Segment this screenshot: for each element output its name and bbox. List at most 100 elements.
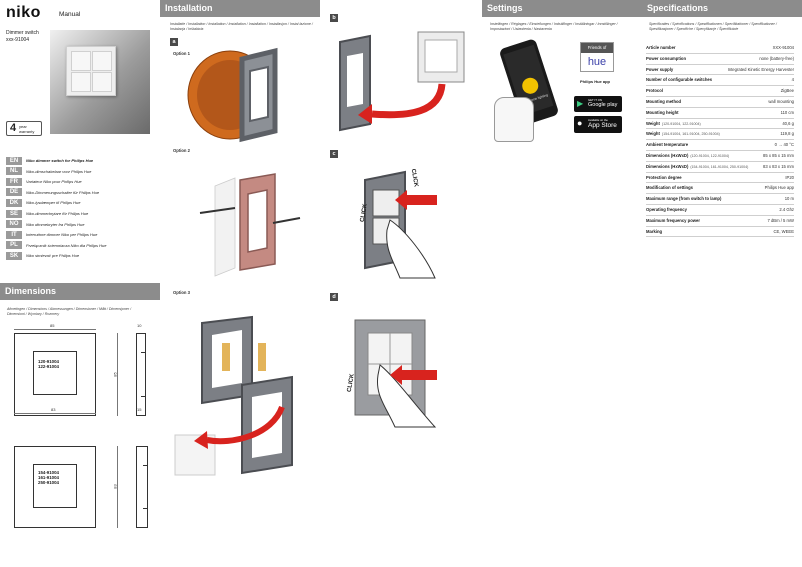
step-d-illustration (354, 319, 437, 428)
product-photo (50, 30, 150, 134)
plate-1-code-2: 122-91004 (38, 364, 59, 369)
language-title: Niko-dimschakelaar voor Philips Hue (26, 168, 92, 174)
spec-value: 119,8 g (780, 131, 794, 137)
language-title: Niko-dimmerbrytare för Philips Hue (26, 211, 89, 216)
spec-key-sub: (154-91004, 161-91004, 250-91004) (690, 164, 749, 169)
spec-key-text: Mounting method (646, 99, 682, 104)
option-2-illustration (199, 173, 301, 277)
step-c-badge: c (330, 150, 338, 158)
option-1-label: Option 1 (173, 51, 190, 56)
step-b-illustration (339, 31, 465, 132)
spec-key: Article number (646, 43, 676, 53)
spec-key: Operating frequency (646, 205, 687, 215)
spec-value: none (battery-free) (759, 55, 794, 61)
dimensions-subtitle: Afmetingen / Dimensions / Abmessungen / … (7, 307, 132, 316)
spec-value: ZigBee (780, 88, 794, 94)
plate-2-code-1: 154-91004 (38, 470, 59, 475)
language-code: FR (6, 177, 22, 186)
spec-key: Ambient temperature (646, 140, 688, 150)
spec-key: Protection degree (646, 173, 682, 183)
language-title: Niko stmievač pre Philips Hue (26, 253, 80, 259)
spec-value: CE, WEEE (773, 228, 794, 234)
spec-key-text: Maximum frequency power (646, 217, 700, 223)
plate-2-front: 154-91004 161-91004 250-91004 (14, 446, 96, 528)
language-code: NL (6, 167, 22, 176)
spec-key: Number of configurable switches (646, 75, 712, 85)
plate-2-code-3: 250-91004 (38, 480, 59, 485)
spec-value: 110 cm (780, 109, 794, 115)
frame-upper (201, 315, 266, 405)
spec-key-sub: (120-91004, 122-91004) (690, 154, 730, 158)
language-title: Niko dimmebryter fra Philips Hue (26, 221, 85, 227)
app-store-button[interactable]: ● Available on the App Store (574, 116, 622, 133)
spec-value: 2.4 Ghz (779, 207, 794, 212)
option-2-label: Option 2 (173, 148, 190, 153)
language-row-se: SE Niko-dimmerbrytare för Philips Hue (6, 209, 88, 218)
spec-key-text: Number of configurable switches (646, 77, 713, 83)
option-1-illustration (187, 47, 278, 143)
spec-key-text: Mounting height (646, 109, 679, 115)
dim-plate-2-depth: 15 (137, 407, 142, 412)
spec-key-text: Operating frequency (646, 207, 687, 212)
spec-key-text: Power consumption (646, 55, 687, 61)
spec-value: 7 dBm / 5 mW (767, 217, 794, 223)
step-a-badge: a (170, 38, 178, 46)
spec-key-sub: (120-91004, 122-91004) (661, 121, 701, 126)
language-code: SE (6, 209, 22, 218)
spec-key: Marking (646, 227, 662, 237)
spec-value: wall mounting (768, 99, 794, 104)
spec-key-text: Power supply (646, 66, 674, 72)
spec-key-text: Weight (646, 131, 660, 137)
language-title: Niko-Dimmerungsschalter für Philips Hue (26, 189, 100, 195)
language-code: IT (6, 230, 22, 239)
dim-plate-1-height: 85 (112, 372, 118, 377)
google-play-button[interactable]: ▶ GET IT ON Google play (574, 96, 622, 112)
settings-subtitle: Instellingen / Réglages / Einstellungen … (490, 22, 618, 31)
language-row-en: EN Niko dimmer switch for Philips Hue (6, 156, 93, 165)
spec-key: Maximum range (from switch to lamp) (646, 194, 721, 204)
red-arrow-1 (206, 405, 285, 445)
mounting-frame (239, 47, 278, 143)
plate-1-inner: 120-91004 122-91004 (33, 351, 77, 395)
language-code: EN (6, 156, 22, 165)
app-name: Philips Hue app (580, 79, 611, 84)
spec-key-text: Maximum range (from switch to lamp) (646, 196, 722, 202)
settings-header: Settings (482, 0, 642, 17)
language-row-no: NO Niko dimmebryter fra Philips Hue (6, 220, 84, 229)
spec-key-text: Protocol (646, 88, 663, 94)
spec-key-text: Protection degree (646, 174, 682, 180)
step-d-badge: d (330, 293, 338, 301)
spec-key-text: Ambient temperature (646, 142, 689, 148)
specifications-subtitle: Specificaties / Spécifications / Spezifi… (649, 22, 777, 31)
language-row-nl: NL Niko-dimschakelaar voor Philips Hue (6, 167, 91, 176)
spec-key: Power consumption (646, 54, 686, 64)
dim-line-1-side (117, 333, 118, 416)
spec-key: Dimensions (HxWxD)(154-91004, 161-91004,… (646, 162, 748, 172)
plate-2-inner: 154-91004 161-91004 250-91004 (33, 464, 77, 508)
warranty-badge: 4 year warranty (6, 121, 42, 136)
dim-plate-2-height: 83 (112, 484, 118, 489)
spec-key: Power supply (646, 65, 673, 75)
spec-key-text: Marking (646, 228, 663, 234)
spec-key: Maximum frequency power (646, 216, 700, 226)
warranty-year: year (19, 124, 27, 129)
language-code: DK (6, 198, 22, 207)
phone-illustration: Easy home lighting (492, 38, 560, 142)
language-title: Niko dimmer switch for Philips Hue (26, 158, 94, 163)
spec-key-text: Modification of settings (646, 185, 693, 191)
language-code: NO (6, 220, 22, 229)
dim-plate-2-width: 83 (51, 407, 56, 412)
spec-key: Mounting height (646, 108, 679, 118)
installation-header: Installation (160, 0, 320, 17)
spec-key: Dimensions (HxWxD)(120-91004, 122-91004) (646, 151, 729, 161)
language-title: Przełącznik ściemniacza Niko dla Philips… (26, 242, 107, 248)
spec-row: Weight(154-91004, 161-91004, 250-91004)1… (646, 129, 794, 141)
article-number: xxx-91004 (6, 37, 30, 43)
spec-key: Weight(120-91004, 122-91004) (646, 119, 701, 129)
